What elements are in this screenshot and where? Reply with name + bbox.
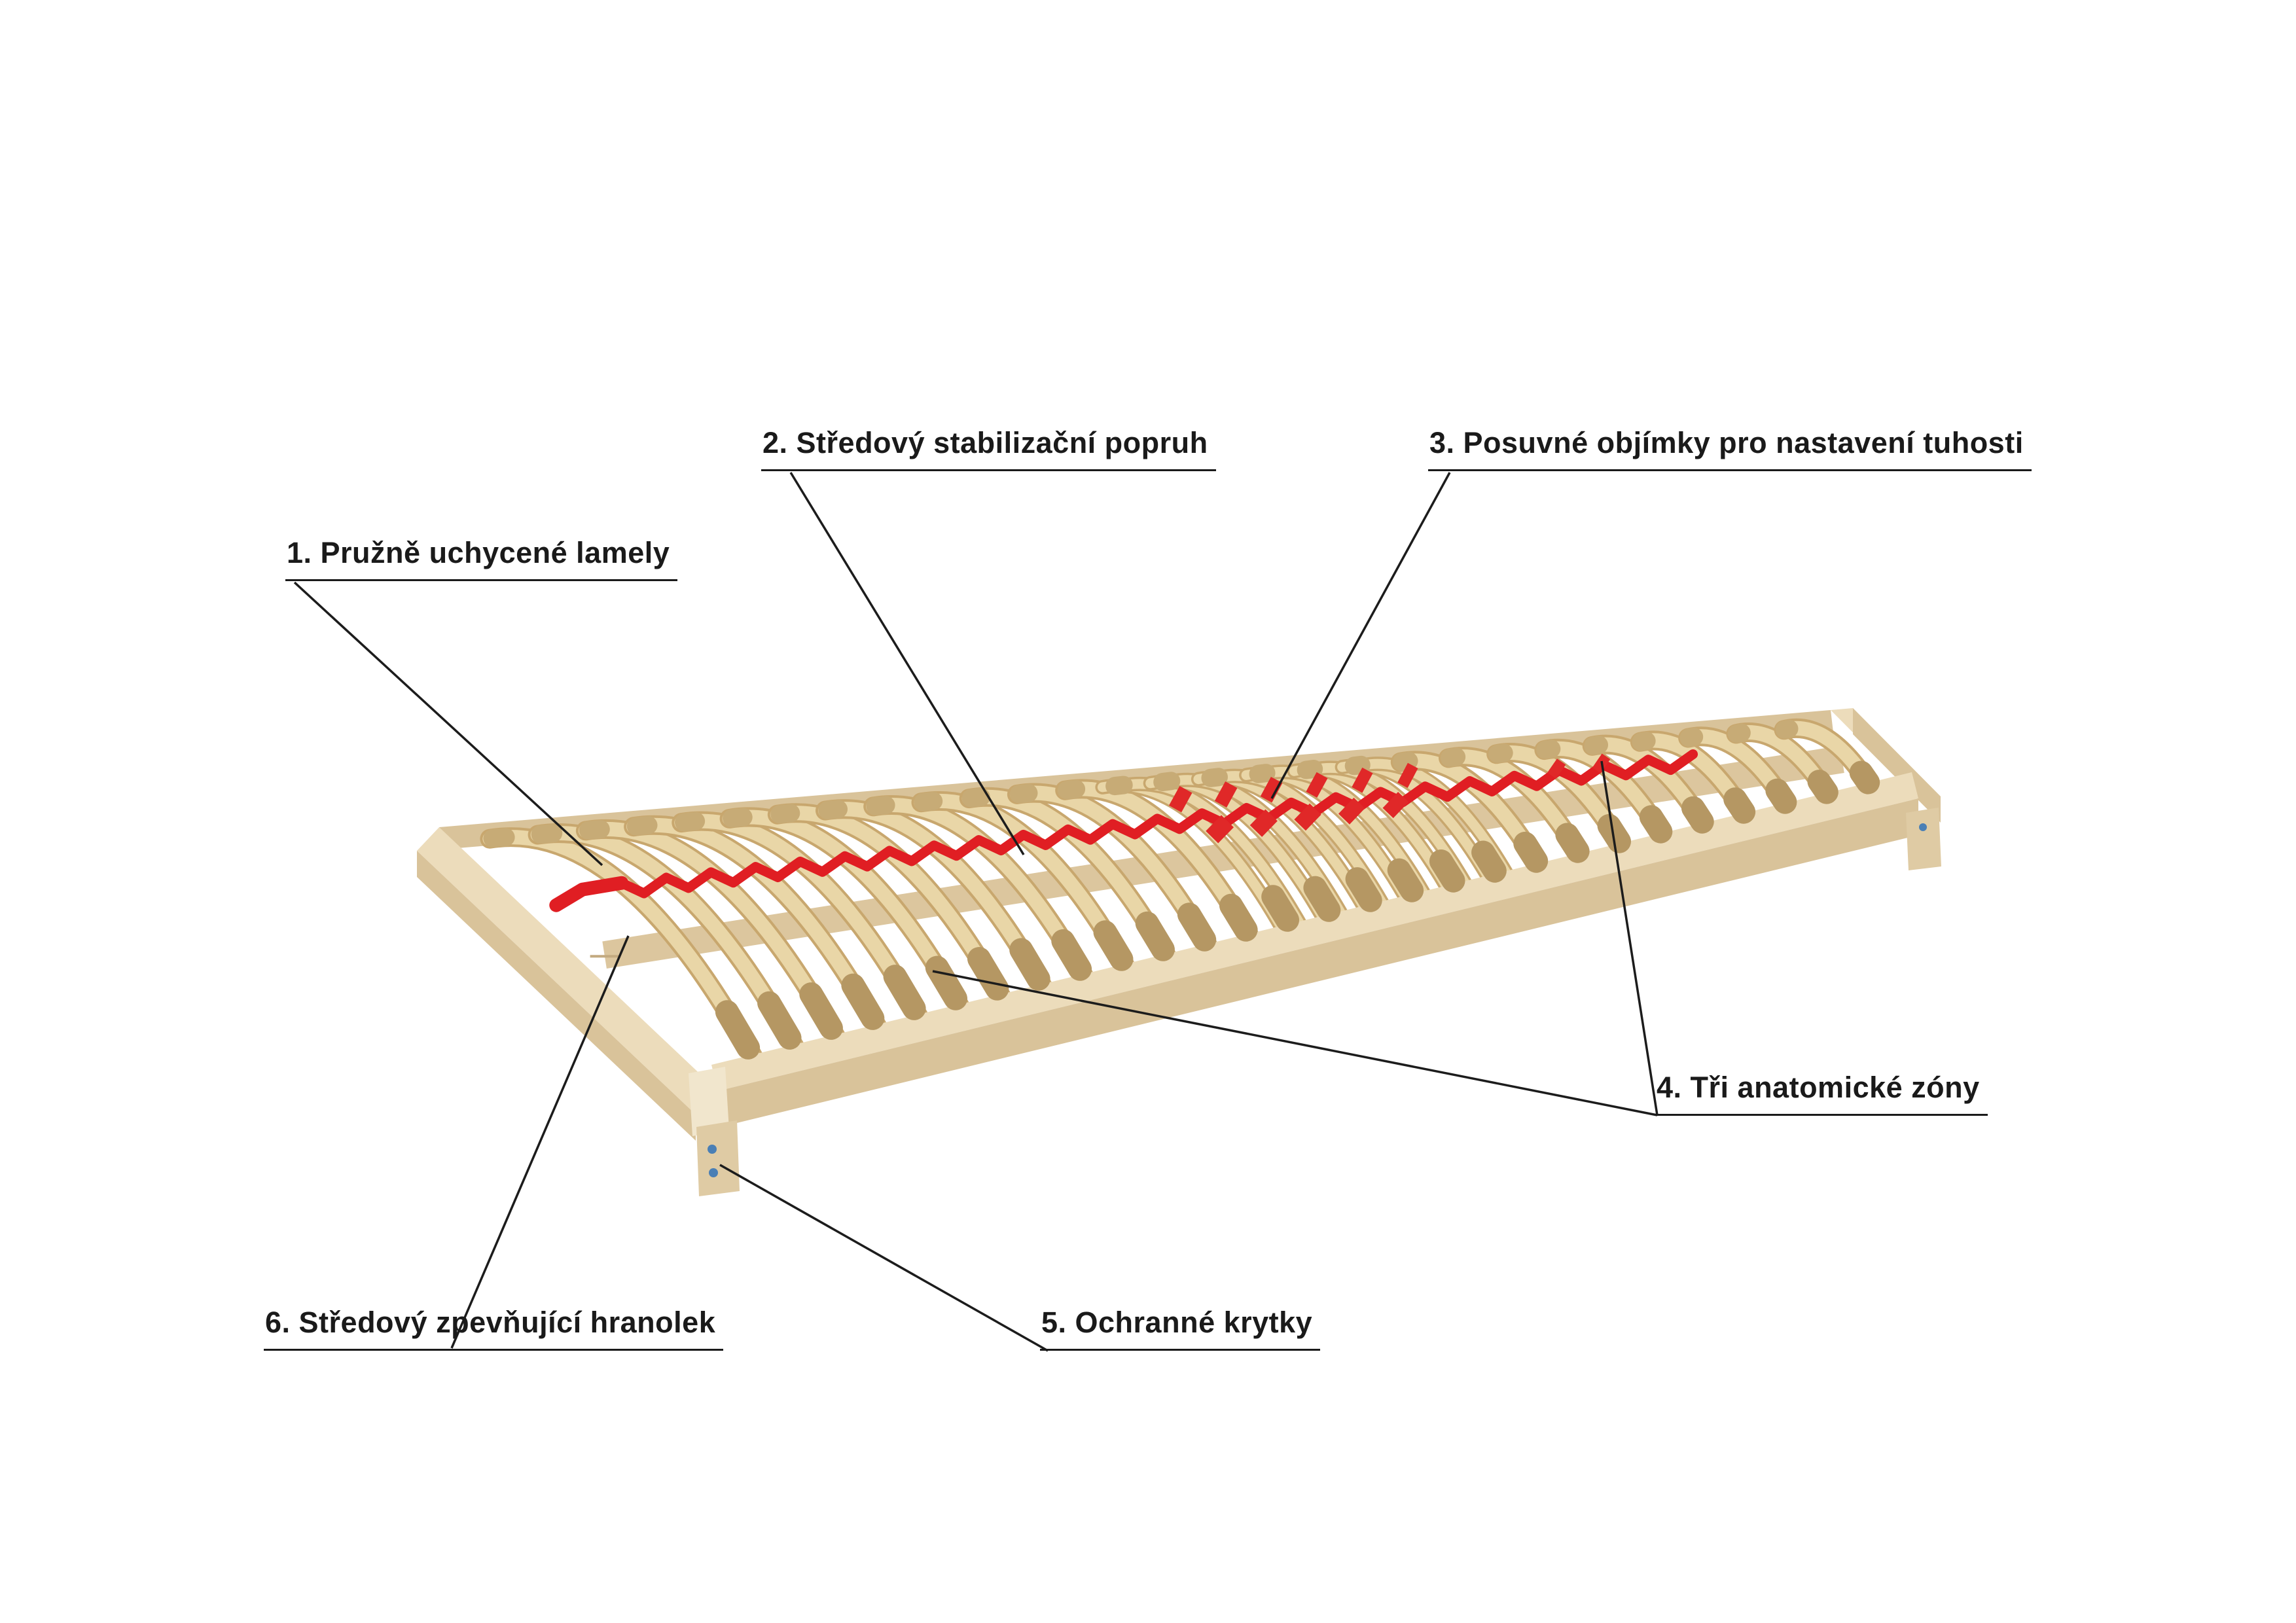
protective-cap-left	[689, 1067, 729, 1136]
foot-rail-side	[1853, 708, 1941, 823]
tension-clamp	[1306, 772, 1328, 798]
tension-clamp	[1169, 786, 1193, 813]
slat-holder-far	[531, 824, 563, 844]
slat-holder-near	[715, 1000, 761, 1060]
slat-holder-near	[1849, 760, 1880, 794]
foot-left	[696, 1120, 740, 1196]
slat-holder-far	[1344, 755, 1371, 776]
tension-clamp	[1382, 792, 1409, 819]
stabilization-strap	[617, 749, 1698, 899]
near-rail-side	[718, 798, 1918, 1128]
slat-holder-far	[483, 828, 515, 848]
leader-line-2	[789, 472, 1025, 855]
slat-holder-near	[1513, 831, 1549, 873]
slat-holder-near	[1051, 929, 1092, 981]
slat-holder-far	[1105, 776, 1133, 796]
slat-holder-far	[1488, 743, 1513, 763]
slat-holder-near	[1555, 823, 1590, 863]
label-protective-caps: 5. Ochranné krytky	[1040, 1306, 1321, 1351]
screw-icon	[1919, 823, 1927, 831]
slat-holder-near	[1093, 920, 1134, 971]
slat-holder-far	[770, 804, 800, 824]
tension-clamp	[1547, 758, 1566, 779]
tension-clamp	[1249, 809, 1278, 837]
leader-line-5	[719, 1164, 1049, 1352]
slat-holder-near	[1009, 938, 1050, 991]
slat-holder-near	[1387, 858, 1424, 902]
leader-line-1	[293, 581, 603, 866]
slat-holder-near	[883, 965, 926, 1020]
head-rail	[417, 827, 718, 1115]
slat-holder-far	[1392, 751, 1418, 772]
slat-holder-far	[1775, 719, 1799, 739]
slat-holder-near	[1639, 805, 1673, 844]
slat-holder-far	[961, 788, 990, 808]
tension-clamp	[1214, 781, 1238, 808]
slat-holder-far	[675, 812, 706, 832]
label-reinforcing-beam: 6. Středový zpevňující hranolek	[264, 1306, 724, 1351]
slat-holder-near	[841, 973, 885, 1030]
slat-holder-near	[1807, 770, 1839, 804]
leader-line-4b	[1600, 760, 1659, 1116]
slat-holder-near	[1261, 885, 1299, 932]
strap-end-tab	[549, 876, 629, 912]
slat-holder-far	[1727, 723, 1751, 743]
tension-clamp	[1338, 797, 1365, 825]
leader-line-3	[1270, 472, 1451, 799]
slat-holder-far	[1201, 768, 1228, 787]
screw-icon	[708, 1145, 717, 1154]
screw-icon	[709, 1168, 718, 1177]
tension-clamp	[1352, 767, 1373, 793]
slat-holder-near	[1597, 813, 1631, 853]
slat-holder-far	[818, 800, 848, 819]
slat-holder-far	[1249, 764, 1276, 783]
slat-holder-near	[1723, 787, 1756, 824]
slat-holder-near	[1303, 876, 1341, 922]
tension-clamp	[1206, 815, 1234, 844]
slat-holder-near	[1429, 849, 1465, 893]
slat-holder-far	[914, 792, 943, 812]
slat-holder-far	[866, 796, 895, 815]
label-anatomic-zones: 4. Tři anatomické zóny	[1655, 1071, 1988, 1116]
head-rail-side	[417, 851, 696, 1141]
tension-clamp	[1294, 803, 1321, 831]
slat-holder-far	[1009, 783, 1038, 804]
slat-holder-near	[1681, 796, 1714, 834]
slat-holder-far	[626, 815, 658, 836]
slat-holder-far	[1679, 727, 1704, 747]
foot-right	[1906, 808, 1941, 870]
slat-holder-near	[799, 982, 843, 1040]
slat-holder-near	[1135, 911, 1175, 961]
slat-holder-near	[757, 991, 802, 1050]
slat-holder-near	[1177, 902, 1217, 952]
leader-line-6	[450, 935, 630, 1349]
label-sprung-slats: 1. Pružně uchycené lamely	[285, 536, 678, 581]
tension-clamp	[1397, 762, 1418, 789]
slat-holder-far	[1297, 760, 1323, 779]
slat-holder-far	[723, 808, 753, 828]
slat-holder-near	[1345, 867, 1382, 912]
slat-holder-near	[1471, 840, 1507, 883]
label-central-strap: 2. Středový stabilizační popruh	[761, 426, 1216, 471]
label-sliding-clamps: 3. Posuvné objímky pro nastavení tuhosti	[1428, 426, 2032, 471]
slat-holder-far	[1058, 779, 1086, 800]
slat-holder-far	[1441, 747, 1466, 767]
slat-holder-far	[1153, 772, 1181, 791]
slat-holder-far	[579, 820, 610, 840]
slat-holder-near	[1765, 778, 1797, 814]
leader-line-4a	[932, 970, 1658, 1116]
slat-holder-near	[1219, 893, 1258, 942]
